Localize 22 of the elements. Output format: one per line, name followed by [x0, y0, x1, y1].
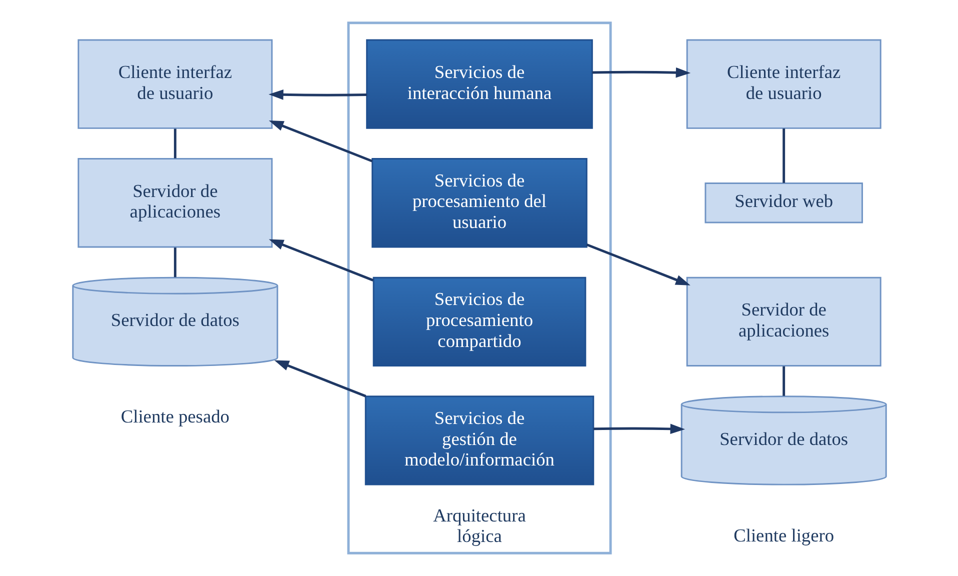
label: Cliente pesado	[120, 406, 229, 427]
label: Cliente ligero	[733, 526, 834, 546]
node-box: Servicios de procesamiento compartido	[372, 276, 586, 366]
node-box: Servidor web	[704, 182, 862, 224]
connector	[782, 128, 785, 183]
arrow	[592, 67, 690, 78]
node-box: Cliente interfaz de usuario	[77, 39, 272, 129]
connector	[173, 128, 176, 158]
arrow	[268, 120, 372, 162]
node-box: Cliente interfaz de usuario	[686, 39, 881, 129]
node-box: Servidor de aplicaciones	[77, 158, 272, 248]
node-box: Servidor de aplicaciones	[686, 276, 881, 366]
connector	[782, 366, 785, 396]
arrow	[593, 424, 685, 434]
arrow	[586, 243, 690, 286]
arrow	[268, 239, 374, 282]
node-box: Servicios de interacción humana	[366, 39, 592, 129]
connector	[173, 248, 176, 278]
node-box: Servicios de gestión de modelo/información	[364, 396, 594, 486]
arrow	[274, 360, 366, 398]
node-box: Servicios de procesamiento del usuario	[371, 158, 587, 248]
arrow	[268, 90, 366, 100]
